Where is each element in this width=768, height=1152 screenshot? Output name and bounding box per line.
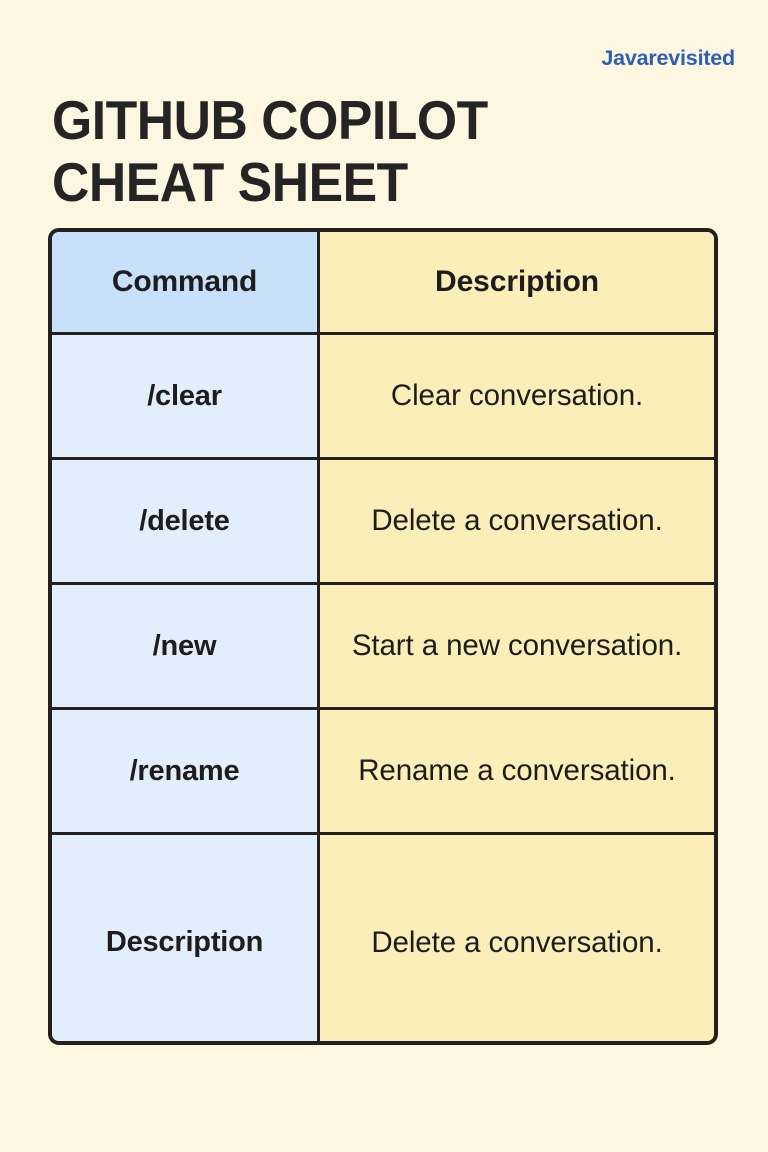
page-header: Javarevisited GITHUB COPILOT CHEAT SHEET <box>0 0 768 228</box>
cell-command: /rename <box>52 710 320 832</box>
cell-command: /new <box>52 585 320 707</box>
table-row: /new Start a new conversation. <box>52 585 714 710</box>
cell-description: Delete a conversation. <box>320 835 714 1041</box>
cell-description: Start a new conversation. <box>320 585 714 707</box>
table-row: /rename Rename a conversation. <box>52 710 714 835</box>
brand-logo: Javarevisited <box>601 46 735 70</box>
column-header-command: Command <box>52 232 320 332</box>
page-title-line-2: CHEAT SHEET <box>52 150 408 213</box>
table-row: /delete Delete a conversation. <box>52 460 714 585</box>
cell-command: Description <box>52 835 320 1041</box>
page-title: GITHUB COPILOT CHEAT SHEET <box>52 89 578 213</box>
table-row: /clear Clear conversation. <box>52 335 714 460</box>
cell-description: Rename a conversation. <box>320 710 714 832</box>
cell-command: /delete <box>52 460 320 582</box>
cell-command: /clear <box>52 335 320 457</box>
column-header-description: Description <box>320 232 714 332</box>
page-title-line-1: GITHUB COPILOT <box>52 88 488 151</box>
table-header-row: Command Description <box>52 232 714 335</box>
table-row: Description Delete a conversation. <box>52 835 714 1041</box>
commands-table: Command Description /clear Clear convers… <box>48 228 718 1045</box>
cell-description: Delete a conversation. <box>320 460 714 582</box>
cell-description: Clear conversation. <box>320 335 714 457</box>
